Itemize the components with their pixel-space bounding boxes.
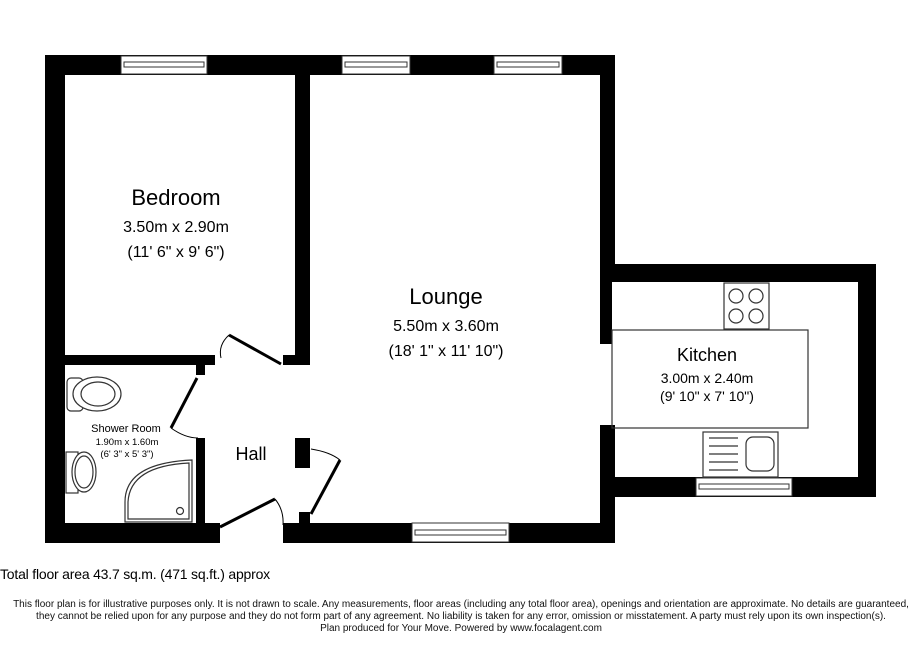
- basin-icon: [65, 451, 97, 494]
- credit-line: Plan produced for Your Move. Powered by …: [320, 623, 602, 634]
- disclaimer-line: they cannot be relied upon for any purpo…: [36, 611, 886, 622]
- room-name: Shower Room: [91, 423, 161, 435]
- room-imperial: (6' 3" x 5' 3"): [100, 449, 153, 460]
- door-entrance: [219, 497, 284, 529]
- window-lounge-left: [341, 55, 411, 75]
- room-metric: 3.50m x 2.90m: [123, 219, 229, 236]
- room-name: Bedroom: [131, 185, 220, 210]
- room-kitchen: Kitchen 3.00m x 2.40m (9' 10" x 7' 10"): [660, 345, 754, 404]
- room-lounge: Lounge 5.50m x 3.60m (18' 1" x 11' 10"): [388, 284, 503, 360]
- floor-plan: Bedroom 3.50m x 2.90m (11' 6" x 9' 6") L…: [45, 55, 876, 543]
- window-lounge-bottom: [411, 522, 510, 543]
- windows: [120, 55, 793, 543]
- window-kitchen: [695, 477, 793, 497]
- disclaimer-line: This floor plan is for illustrative purp…: [13, 599, 909, 610]
- room-bedroom: Bedroom 3.50m x 2.90m (11' 6" x 9' 6"): [123, 185, 229, 261]
- total-floor-area: Total floor area 43.7 sq.m. (471 sq.ft.)…: [0, 566, 270, 582]
- room-imperial: (18' 1" x 11' 10"): [388, 343, 503, 360]
- kitchen-worktop: [611, 329, 809, 429]
- doors: [169, 333, 342, 529]
- room-metric: 5.50m x 3.60m: [393, 318, 499, 335]
- door-lounge: [309, 448, 342, 515]
- room-name: Kitchen: [677, 345, 737, 365]
- room-imperial: (9' 10" x 7' 10"): [660, 388, 754, 404]
- room-metric: 1.90m x 1.60m: [96, 437, 159, 448]
- disclaimer: This floor plan is for illustrative purp…: [0, 599, 922, 635]
- door-shower-room: [169, 377, 199, 439]
- fixtures: [65, 282, 809, 523]
- shower-tray-icon: [124, 459, 193, 523]
- room-name: Lounge: [409, 284, 482, 309]
- sink-icon: [702, 431, 779, 478]
- room-metric: 3.00m x 2.40m: [661, 370, 754, 386]
- door-bedroom: [219, 333, 282, 366]
- room-name: Hall: [235, 444, 266, 464]
- window-lounge-right: [493, 55, 563, 75]
- toilet-icon: [66, 376, 122, 412]
- room-imperial: (11' 6" x 9' 6"): [127, 244, 224, 261]
- window-bedroom: [120, 55, 208, 75]
- room-shower-room: Shower Room 1.90m x 1.60m (6' 3" x 5' 3"…: [91, 423, 161, 460]
- room-hall: Hall: [235, 444, 266, 464]
- hob-icon: [723, 282, 770, 330]
